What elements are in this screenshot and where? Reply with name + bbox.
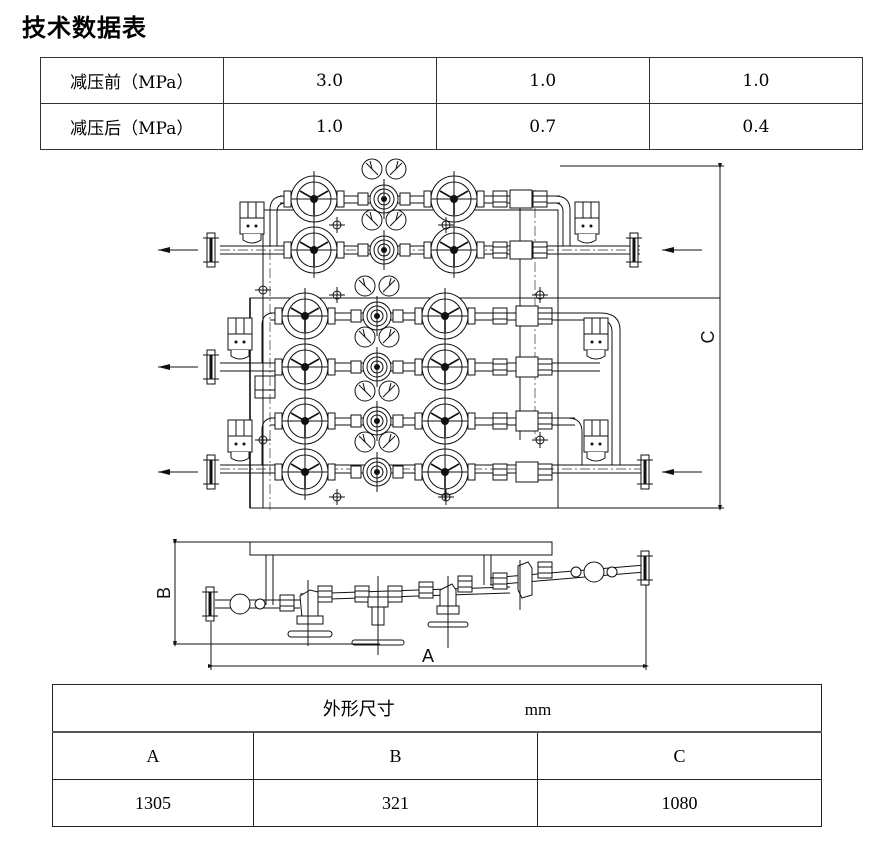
table-header-row: 外形尺寸 mm — [52, 684, 822, 733]
dimension-title: 外形尺寸 — [322, 699, 395, 719]
dimension-unit: mm — [524, 700, 552, 719]
column-header: C — [537, 731, 822, 780]
cell-value: 0.4 — [648, 103, 864, 150]
pipe-row-2 — [220, 312, 621, 465]
row-label: 减压后（MPa） — [40, 103, 224, 150]
cell-value: 0.7 — [435, 103, 650, 150]
row-label: 减压前（MPa） — [40, 57, 224, 104]
dimension-a-label: A — [422, 646, 434, 666]
dimension-table-title: 外形尺寸 mm — [52, 684, 822, 733]
front-view: C — [158, 158, 724, 511]
cell-value: 1305 — [52, 779, 254, 827]
table-row: 减压前（MPa） 3.0 1.0 1.0 — [40, 57, 864, 104]
cell-value: 1080 — [537, 779, 822, 827]
cell-value: 1.0 — [435, 57, 650, 104]
spec-table: 减压前（MPa） 3.0 1.0 1.0 减压后（MPa） 1.0 0.7 0.… — [40, 57, 864, 150]
table-row: 减压后（MPa） 1.0 0.7 0.4 — [40, 103, 864, 150]
side-view: B A — [154, 539, 654, 670]
dimension-table: 外形尺寸 mm A B C 1305 321 1080 — [52, 684, 822, 827]
column-header: A — [52, 731, 254, 780]
dimension-b-label: B — [154, 587, 174, 599]
column-header: B — [253, 731, 538, 780]
cell-value: 321 — [253, 779, 538, 827]
page-title: 技术数据表 — [22, 14, 147, 42]
dimension-c-label: C — [698, 331, 718, 344]
cell-value: 3.0 — [222, 57, 437, 104]
table-row: 1305 321 1080 — [52, 779, 822, 827]
table-row: A B C — [52, 731, 822, 780]
cell-value: 1.0 — [222, 103, 437, 150]
